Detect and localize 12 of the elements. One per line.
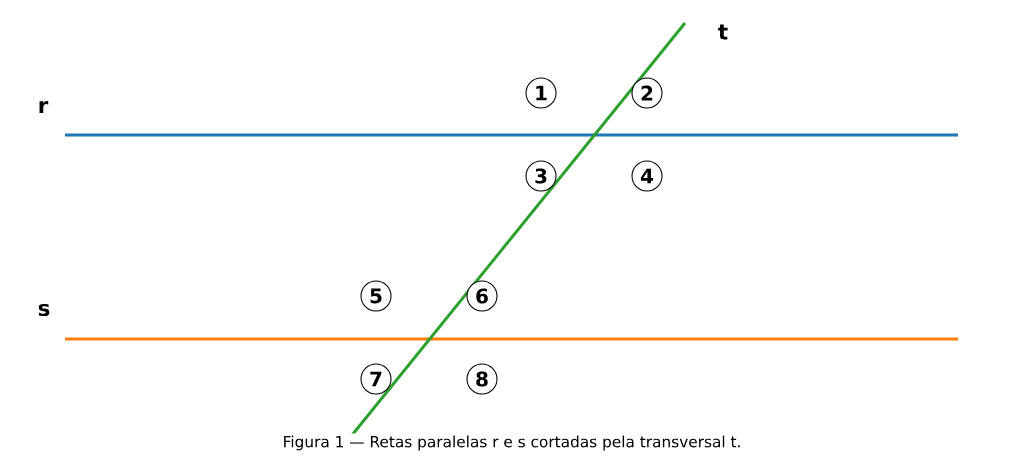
angle-number: 5 (360, 280, 392, 312)
angle-number: 3 (525, 160, 557, 192)
line-label: t (718, 24, 728, 40)
angle-number: 1 (525, 77, 557, 109)
angle-number: 4 (631, 160, 663, 192)
angle-number: 6 (466, 280, 498, 312)
caption: Figura 1 — Retas paralelas r e s cortadas pela transversal t. (280, 433, 744, 453)
line-label: r (39, 101, 49, 113)
angle-number: 8 (466, 363, 498, 395)
line-label: s (38, 303, 50, 317)
angle-number: 2 (631, 77, 663, 109)
angle-number: 7 (360, 363, 392, 395)
